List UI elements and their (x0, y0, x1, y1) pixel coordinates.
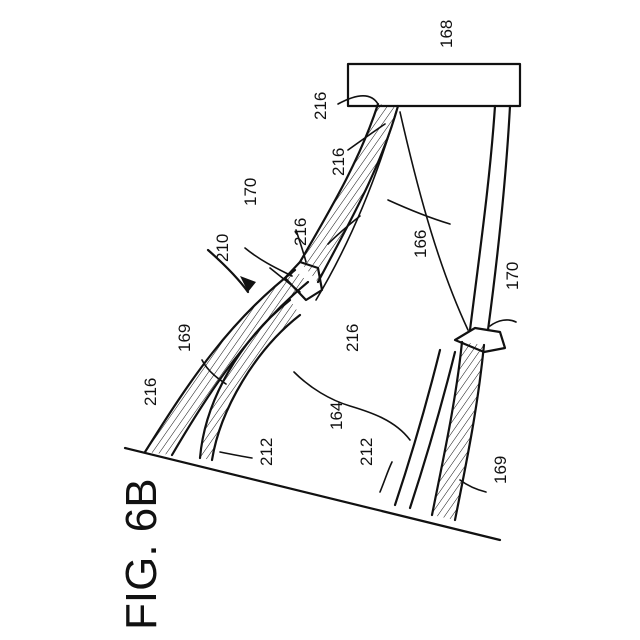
leader-166 (388, 200, 450, 224)
ref-216-e: 216 (141, 378, 160, 406)
ref-168: 168 (437, 20, 456, 48)
leader-170-a (245, 248, 292, 276)
ref-216-b: 216 (329, 148, 348, 176)
leader-169-b (460, 480, 486, 492)
ref-216-d: 216 (343, 324, 362, 352)
leader-212-b (380, 462, 392, 492)
ref-170-a: 170 (241, 178, 260, 206)
ref-216-c: 216 (291, 218, 310, 246)
ref-169-a: 169 (175, 324, 194, 352)
ref-166: 166 (411, 230, 430, 258)
ref-210: 210 (213, 234, 232, 262)
leader-170-b (490, 320, 516, 326)
ref-164: 164 (327, 402, 346, 430)
ref-169-b: 169 (491, 456, 510, 484)
leader-164 (294, 372, 410, 440)
ref-212-a: 212 (257, 438, 276, 466)
outer-wall-left-hatch (145, 270, 308, 455)
leader-216-a (338, 96, 378, 104)
upper-wall-hatch (300, 104, 398, 282)
leader-212-a (220, 452, 252, 458)
figure-caption: FIG. 6B (117, 478, 166, 630)
chamber-line (400, 112, 468, 330)
ref-216-a: 216 (311, 92, 330, 120)
ref-170-b: 170 (503, 262, 522, 290)
ref-212-b: 212 (357, 438, 376, 466)
